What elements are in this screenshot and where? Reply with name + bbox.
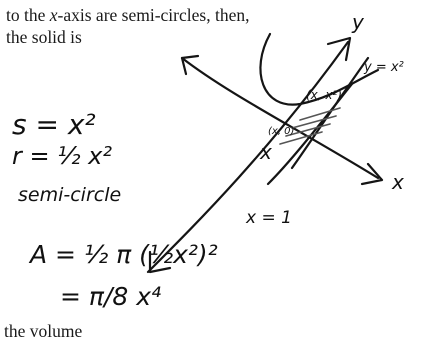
printed-line-2: the solid is [6, 27, 82, 47]
handwritten-area-equation: A = ½ π (½x²)² [30, 240, 218, 269]
y-axis-label: y [352, 10, 364, 34]
x-axis-line [180, 56, 380, 180]
point-bottom-label: (x, 0) [268, 126, 295, 137]
hatch-2 [291, 115, 337, 129]
y-axis-arrow-head [326, 36, 352, 62]
handwritten-s-equation: s = x² [12, 108, 96, 141]
line-x-equals-1-label: x = 1 [246, 208, 292, 228]
handwritten-semicircle-label: semi-circle [18, 184, 122, 206]
hatch-3 [285, 123, 331, 137]
left-arrow-head [148, 250, 172, 274]
curve-label: y = x² [364, 60, 404, 75]
x-axis-arrow-head [360, 162, 384, 186]
hatch-4 [279, 131, 323, 145]
point-top-label: (x, x²) [306, 88, 343, 102]
slice-line-2 [266, 82, 354, 186]
printed-line-3: the volume [4, 321, 83, 338]
x-axis-label: x [392, 170, 404, 194]
handwritten-area-result: = π/8 x⁴ [60, 282, 162, 311]
y-axis-line [146, 40, 350, 274]
x-marker-label: x [260, 140, 272, 164]
hatch-1 [299, 107, 341, 121]
depth-axis-arrow-head [180, 54, 200, 76]
handwritten-r-equation: r = ½ x² [12, 142, 112, 170]
printed-line-1: to the x-axis are semi-circles, then, [6, 5, 250, 25]
